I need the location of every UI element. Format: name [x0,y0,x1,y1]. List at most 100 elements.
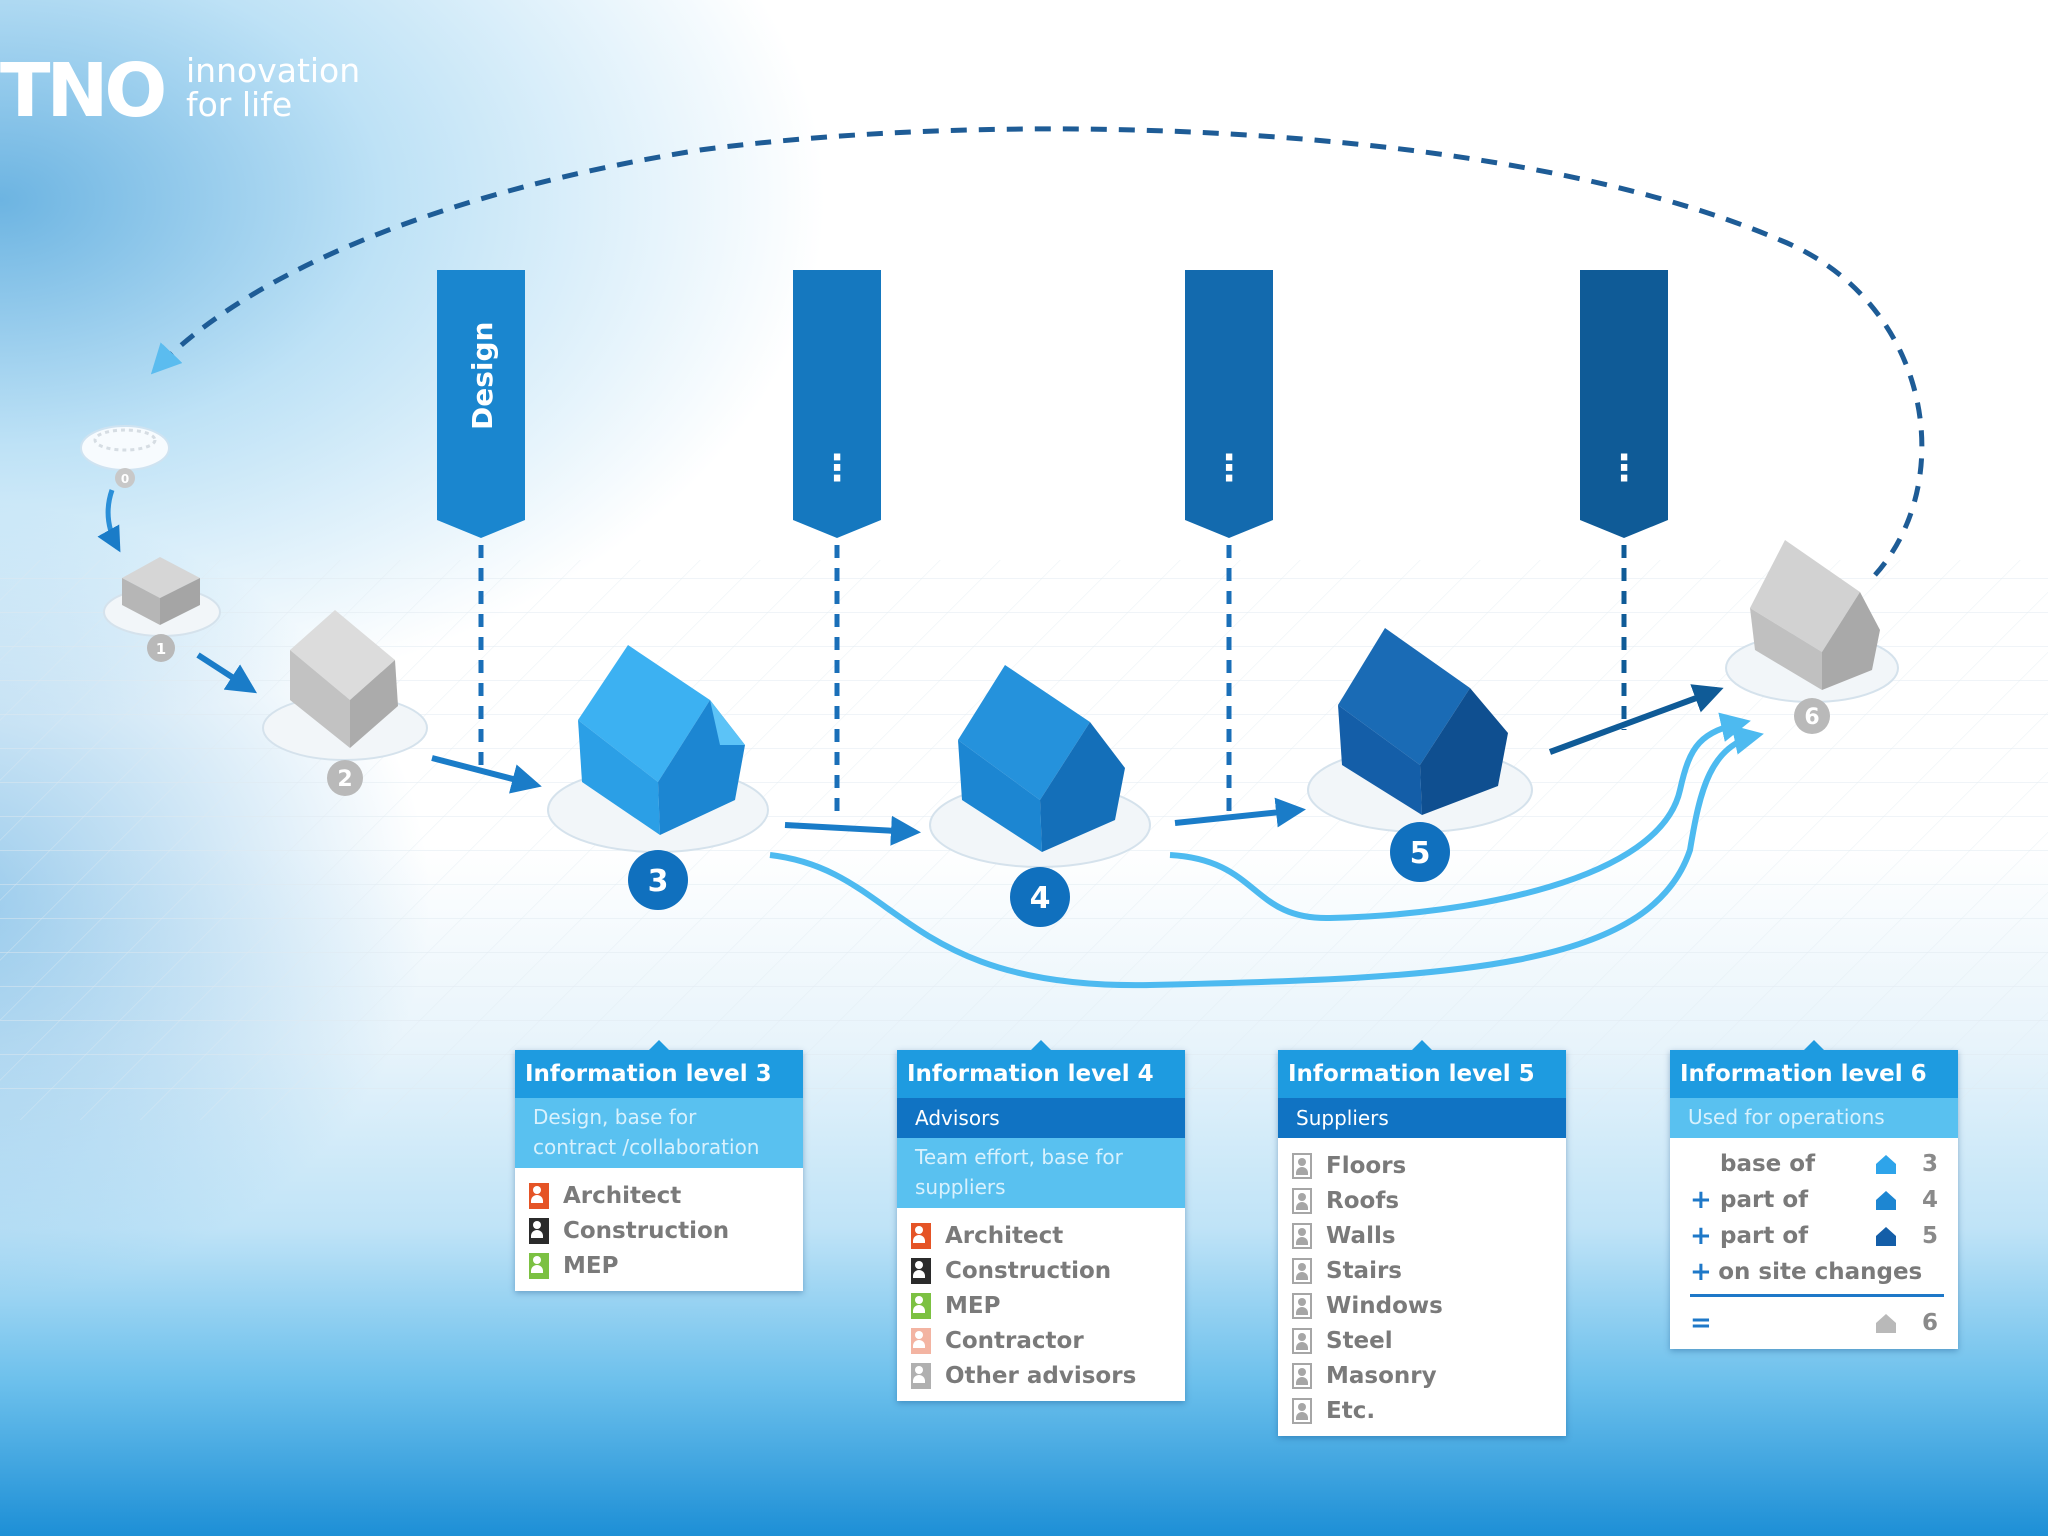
list-item: Steel [1292,1323,1554,1358]
svg-text:4: 4 [1030,881,1051,916]
card-subtitle: Design, base for contract /collaboration [515,1098,803,1168]
member-list: Architect Construction MEP Contractor Ot… [897,1208,1185,1401]
card-subtitle: Used for operations [1670,1098,1958,1138]
stage-badge [1794,698,1830,734]
stage-badge [1010,867,1070,927]
stage-0: 0 [80,425,170,553]
summary-row: + on site changes [1690,1257,1923,1287]
flow-arrow-3-6 [769,725,1764,989]
summary-divider [1690,1294,1944,1297]
stage-badge [115,468,135,488]
info-level-6-card: Information level 6 Used for operations … [1670,1040,1958,1349]
person-icon [529,1182,549,1209]
list-item: Masonry [1292,1358,1554,1393]
info-level-4-card: Information level 4 Advisors Team effort… [897,1040,1185,1401]
phase-label: ⋮ [1211,448,1247,489]
svg-text:1: 1 [156,640,166,658]
flow-arrow-1-2 [196,652,258,694]
stage-badge [1390,822,1450,882]
list-item: Construction [529,1213,791,1248]
flow-arrow-3-4 [784,815,921,846]
summary-total-row: = 6 [1690,1308,1938,1338]
person-icon [1292,1187,1312,1214]
logo-tagline: innovation for life [186,54,360,122]
card-subtitle: Team effort, base for suppliers [897,1138,1185,1208]
list-item: Walls [1292,1218,1554,1253]
house-icon [1876,1227,1896,1246]
info-level-5-card: Information level 5 Suppliers Floors Roo… [1278,1040,1566,1436]
member-list: Floors Roofs Walls Stairs Windows Steel … [1278,1138,1566,1436]
house-icon [1876,1314,1896,1333]
card-title: Information level 6 [1670,1040,1958,1098]
list-item: Windows [1292,1288,1554,1323]
person-icon [1292,1362,1312,1389]
person-icon [911,1222,931,1249]
member-list: Architect Construction MEP [515,1168,803,1291]
list-item: Stairs [1292,1253,1554,1288]
person-icon [1292,1397,1312,1424]
phase-banner-2: ⋮ [793,270,881,820]
person-icon [911,1362,931,1389]
person-icon [1292,1327,1312,1354]
person-icon [1292,1257,1312,1284]
svg-text:2: 2 [337,767,352,792]
list-item: Roofs [1292,1183,1554,1218]
flow-arrow-5-6 [1548,684,1724,755]
phase-label: ⋮ [1606,448,1642,489]
person-icon [1292,1222,1312,1249]
house-icon [1876,1191,1896,1210]
phase-label: Design [466,322,499,430]
list-item: Contractor [911,1323,1173,1358]
svg-text:6: 6 [1804,705,1819,730]
stage-3: 3 [547,645,769,910]
summary-row: + part of 5 [1690,1221,1938,1251]
phase-banner-design: Design [437,270,525,770]
stage-badge [628,850,688,910]
flow-arrow-4-6 [1169,712,1751,922]
flow-arrow-2-3 [431,755,542,794]
stage-badge [327,760,363,796]
stage-5: 5 [1307,628,1533,882]
stage-2: 2 [262,610,428,796]
house-icon [1876,1155,1896,1174]
svg-text:0: 0 [121,472,129,486]
list-item: Architect [529,1178,791,1213]
flow-arrow-4-5 [1174,797,1306,828]
card-title: Information level 4 [897,1040,1185,1098]
person-icon [1292,1152,1312,1179]
summary-row: base of 3 [1720,1151,1938,1177]
phase-label: ⋮ [819,448,855,489]
person-icon [911,1292,931,1319]
summary-list: base of 3 + part of 4 + part of 5 + on s… [1670,1138,1958,1349]
logo-mark: TNO [0,48,167,134]
person-icon [529,1217,549,1244]
logo-tagline-line2: for life [186,85,293,124]
person-icon [529,1252,549,1279]
list-item: MEP [529,1248,791,1283]
card-title: Information level 5 [1278,1040,1566,1098]
card-role: Advisors [897,1098,1185,1138]
summary-row: + part of 4 [1690,1185,1938,1215]
person-icon [911,1327,931,1354]
stage-6: 6 [1725,540,1899,734]
person-icon [911,1257,931,1284]
info-level-3-card: Information level 3 Design, base for con… [515,1040,803,1291]
svg-text:3: 3 [648,864,669,899]
phase-banner-4: ⋮ [1580,270,1668,730]
list-item: Etc. [1292,1393,1554,1428]
svg-text:5: 5 [1410,836,1431,871]
card-role: Suppliers [1278,1098,1566,1138]
stage-badge [147,634,175,662]
list-item: Floors [1292,1148,1554,1183]
list-item: Construction [911,1253,1173,1288]
list-item: Architect [911,1218,1173,1253]
stage-4: 4 [929,665,1151,927]
logo-tagline-line1: innovation [186,51,361,90]
list-item: MEP [911,1288,1173,1323]
person-icon [1292,1292,1312,1319]
stage-1: 1 [103,557,221,662]
list-item: Other advisors [911,1358,1173,1393]
feedback-loop-arrow [150,126,1925,577]
phase-banner-3: ⋮ [1185,270,1273,820]
